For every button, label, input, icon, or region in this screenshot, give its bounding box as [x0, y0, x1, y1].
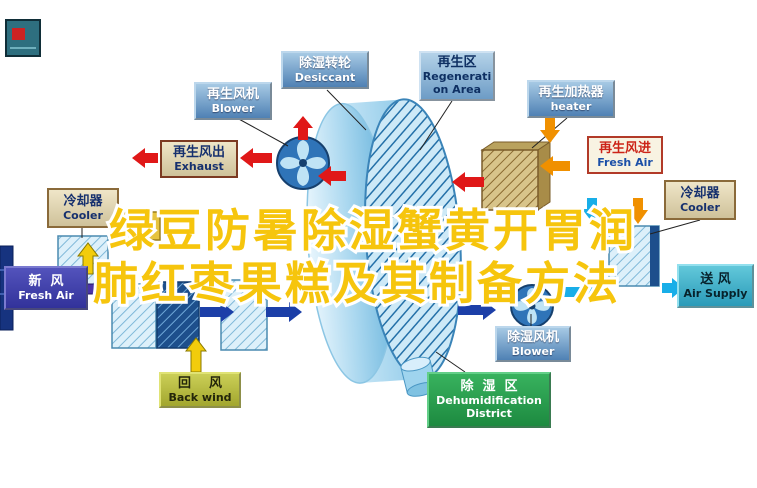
desiccant-en: Desiccant: [294, 70, 356, 84]
fresh-air-en: Fresh Air: [18, 288, 74, 302]
regen-area-en2: on Area: [432, 83, 482, 97]
label-regen-inlet: 再生风进 Fresh Air: [587, 136, 663, 174]
arrow-into-wheel: [266, 302, 302, 322]
arrow-cooler-right-down: [628, 198, 648, 224]
arrow-heater-to-wheel: [452, 172, 484, 192]
regen-fan-icon: [276, 136, 330, 190]
heater-element: [480, 141, 552, 211]
label-regen-heater: 再生加热器 heater: [527, 80, 615, 118]
regen-area-zh: 再生区: [437, 55, 477, 71]
regen-inlet-zh: 再生风进: [598, 140, 651, 156]
label-dehumid-zone: 除 湿 区 Dehumidification District: [427, 372, 551, 428]
air-supply-en: Air Supply: [683, 286, 748, 300]
label-regen-area: 再生区 Regenerati on Area: [419, 51, 495, 101]
heat-exchanger-2: [156, 281, 200, 349]
label-air-supply: 送 风 Air Supply: [677, 264, 754, 308]
label-desiccant-wheel: 除湿转轮 Desiccant: [281, 51, 369, 89]
arrow-into-heater: [540, 156, 570, 176]
arrow-cyan-down: [582, 198, 602, 222]
top-left-unit-icon: [5, 19, 41, 57]
return-air-en: Back wind: [168, 390, 232, 404]
exhaust-zh: 再生风出: [172, 144, 225, 160]
fresh-air-zh: 新 风: [28, 273, 64, 289]
heat-exchanger-right: [608, 225, 660, 287]
label-dehumid-blower: 除湿风机 Blower: [495, 326, 571, 362]
arrow-air-supply-out: [662, 278, 684, 298]
desiccant-wheel: [306, 98, 462, 384]
regen-heater-en: heater: [550, 99, 592, 113]
flow-arrows: [76, 116, 684, 373]
dehumid-fan-icon: [510, 284, 554, 328]
arrow-fan-to-exhaust: [240, 148, 272, 168]
label-cooler-right: 冷却器 Cooler: [664, 180, 736, 220]
regen-blower-zh: 再生风机: [206, 86, 259, 102]
arrow-fresh-air-in: [85, 278, 125, 300]
arrow-return-air-up: [184, 337, 208, 373]
arrow-exhaust-out: [132, 148, 158, 168]
arrow-process-1: [200, 302, 234, 322]
heat-exchanger-1: [111, 283, 157, 349]
regen-heater-zh: 再生加热器: [538, 84, 604, 100]
dehumid-blower-zh: 除湿风机: [506, 329, 559, 345]
dehumid-zone-zh: 除 湿 区: [460, 379, 518, 395]
label-exhaust: 再生风出 Exhaust: [160, 140, 238, 178]
arrow-to-exchanger-right: [560, 282, 606, 302]
label-cooler-left: 冷却器 Cooler: [47, 188, 119, 228]
label-regen-blower: 再生风机 Blower: [194, 82, 272, 120]
regen-inlet-en: Fresh Air: [597, 155, 653, 169]
cooler-left-en: Cooler: [63, 208, 103, 222]
exhaust-en: Exhaust: [174, 159, 224, 173]
desiccant-zh: 除湿转轮: [298, 55, 351, 71]
label-fresh-air: 新 风 Fresh Air: [4, 266, 88, 310]
dehumid-blower-en: Blower: [511, 344, 555, 358]
label-return-air: 回 风 Back wind: [159, 372, 241, 408]
arrow-out-of-wheel: [458, 300, 496, 320]
leader-lines: [81, 89, 701, 373]
dehumid-zone-en2: District: [466, 407, 512, 421]
arrow-heater-down: [540, 118, 560, 143]
return-air-zh: 回 风: [177, 375, 223, 391]
air-supply-zh: 送 风: [700, 271, 731, 287]
cooling-zone-box: [113, 211, 161, 241]
cooler-left-zh: 冷却器: [63, 193, 103, 209]
regen-blower-en: Blower: [211, 101, 255, 115]
dehumid-zone-en1: Dehumidification: [436, 394, 542, 408]
regen-area-en1: Regenerati: [422, 70, 492, 84]
arrow-wheel-to-fan: [318, 166, 346, 186]
cooler-right-en: Cooler: [680, 200, 720, 214]
arrow-fan-up: [293, 116, 313, 140]
cooler-right-zh: 冷却器: [680, 185, 720, 201]
